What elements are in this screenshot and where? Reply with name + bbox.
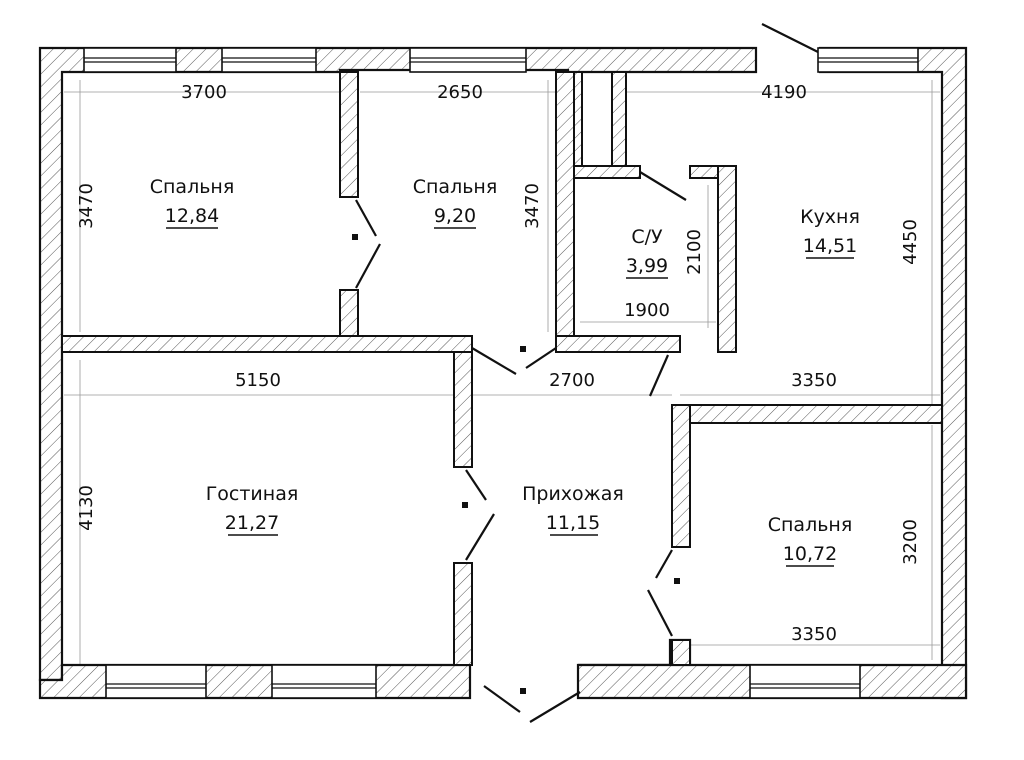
room-name: Гостиная bbox=[206, 483, 299, 505]
room-name: Прихожая bbox=[522, 483, 624, 505]
dim-bedroom3-depth: 3200 bbox=[900, 519, 921, 565]
dim-hall-width: 2700 bbox=[549, 370, 595, 391]
room-bedroom-2: Спальня 9,20 bbox=[413, 176, 498, 229]
room-area: 12,84 bbox=[165, 205, 219, 227]
room-living: Гостиная 21,27 bbox=[206, 483, 299, 536]
switch-markers bbox=[352, 234, 680, 694]
dimension-labels: 3700 3470 2650 3470 4190 4450 2100 1900 … bbox=[76, 82, 921, 645]
room-name: С/У bbox=[631, 226, 663, 248]
room-hallway: Прихожая 11,15 bbox=[522, 483, 624, 536]
dim-living-depth: 4130 bbox=[76, 485, 97, 531]
window-top-kitchen bbox=[817, 47, 919, 73]
windows bbox=[83, 47, 919, 699]
dim-bath-height: 2100 bbox=[684, 229, 705, 275]
dim-bath-width: 1900 bbox=[624, 300, 670, 321]
room-name: Спальня bbox=[150, 176, 235, 198]
room-area: 9,20 bbox=[434, 205, 476, 227]
dim-bedroom2-depth: 3470 bbox=[522, 183, 543, 229]
dim-kitchen-width-top: 4190 bbox=[761, 82, 807, 103]
window-top-bedroom1 bbox=[83, 47, 317, 73]
dim-bedroom2-width: 2650 bbox=[437, 82, 483, 103]
room-name: Кухня bbox=[800, 206, 860, 228]
room-area: 21,27 bbox=[225, 512, 279, 534]
room-area: 3,99 bbox=[626, 255, 668, 277]
window-top-bedroom2 bbox=[409, 47, 527, 73]
interior-walls bbox=[61, 71, 943, 666]
room-area: 10,72 bbox=[783, 543, 837, 565]
room-kitchen: Кухня 14,51 bbox=[800, 206, 860, 259]
dimension-guides bbox=[64, 80, 940, 665]
room-bathroom: С/У 3,99 bbox=[626, 226, 668, 279]
dim-bedroom1-depth: 3470 bbox=[76, 183, 97, 229]
dim-bedroom1-width: 3700 bbox=[181, 82, 227, 103]
room-labels: Спальня 12,84 Спальня 9,20 С/У 3,99 Кухн… bbox=[150, 176, 860, 567]
dim-bedroom3-width: 3350 bbox=[791, 624, 837, 645]
dim-kitchen-width-bottom: 3350 bbox=[791, 370, 837, 391]
room-bedroom-1: Спальня 12,84 bbox=[150, 176, 235, 229]
room-name: Спальня bbox=[768, 514, 853, 536]
dim-living-width: 5150 bbox=[235, 370, 281, 391]
doors bbox=[355, 23, 819, 723]
window-bottom-living bbox=[105, 664, 377, 699]
window-bottom-bedroom3 bbox=[749, 664, 861, 699]
room-area: 14,51 bbox=[803, 235, 857, 257]
room-name: Спальня bbox=[413, 176, 498, 198]
room-area: 11,15 bbox=[546, 512, 600, 534]
room-bedroom-3: Спальня 10,72 bbox=[768, 514, 853, 567]
dim-kitchen-depth: 4450 bbox=[900, 219, 921, 265]
